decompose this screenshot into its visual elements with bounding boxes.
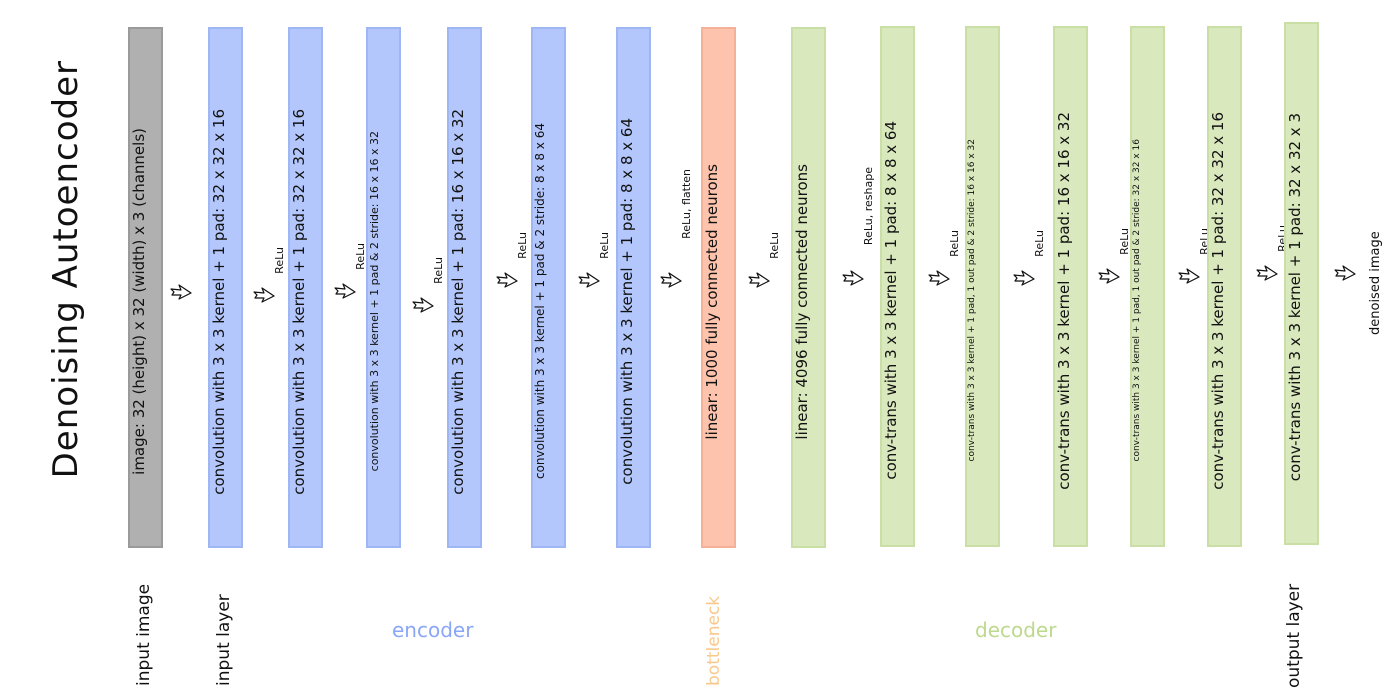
layer-text: linear: 4096 fully connected neurons	[793, 163, 811, 440]
label-output-layer: output layer	[1284, 583, 1304, 688]
layer-block-1: image: 32 (height) x 32 (width) x 3 (cha…	[128, 27, 163, 548]
layer-text: convolution with 3 x 3 kernel + 1 pad: 3…	[210, 108, 228, 495]
layer-text: conv-trans with 3 x 3 kernel + 1 pad: 32…	[1209, 111, 1227, 490]
arrow-right-icon	[253, 287, 275, 303]
arrow-right-icon	[1098, 268, 1120, 284]
layer-text: convolution with 3 x 3 kernel + 1 pad: 8…	[618, 118, 636, 485]
layer-text: convolution with 3 x 3 kernel + 1 pad & …	[533, 123, 547, 480]
layer-block-12: conv-trans with 3 x 3 kernel + 1 pad: 16…	[1053, 26, 1088, 547]
arrow-right-icon	[842, 270, 864, 286]
layer-block-3: convolution with 3 x 3 kernel + 1 pad: 3…	[288, 27, 323, 548]
label-decoder: decoder	[975, 618, 1057, 642]
activation-label: ReLu	[598, 232, 611, 259]
layer-text: convolution with 3 x 3 kernel + 1 pad: 3…	[290, 108, 308, 495]
layer-text: convolution with 3 x 3 kernel + 1 pad: 1…	[449, 108, 467, 495]
arrow-right-icon	[170, 284, 192, 300]
arrow-right-icon	[1013, 270, 1035, 286]
layer-block-4: convolution with 3 x 3 kernel + 1 pad & …	[366, 27, 401, 548]
activation-label: ReLu	[432, 257, 445, 284]
arrow-right-icon	[928, 270, 950, 286]
activation-label: ReLu	[768, 232, 781, 259]
arrow-right-icon	[334, 283, 356, 299]
layer-text: image: 32 (height) x 32 (width) x 3 (cha…	[130, 128, 148, 475]
layer-block-11: conv-trans with 3 x 3 kernel + 1 pad, 1 …	[965, 26, 1000, 547]
layer-block-15: conv-trans with 3 x 3 kernel + 1 pad: 32…	[1284, 22, 1319, 545]
layer-block-6: convolution with 3 x 3 kernel + 1 pad & …	[531, 27, 566, 548]
label-input-image: input image	[134, 583, 154, 686]
label-bottleneck: bottleneck	[704, 595, 724, 686]
layer-block-5: convolution with 3 x 3 kernel + 1 pad: 1…	[447, 27, 482, 548]
activation-label: ReLu	[516, 232, 529, 259]
arrow-right-icon	[1256, 265, 1278, 281]
activation-label: ReLu	[948, 230, 961, 257]
layer-text: linear: 1000 fully connected neurons	[703, 163, 721, 440]
layer-block-10: conv-trans with 3 x 3 kernel + 1 pad: 8 …	[880, 26, 915, 547]
arrow-right-icon	[412, 297, 434, 313]
layer-text: conv-trans with 3 x 3 kernel + 1 pad, 1 …	[967, 139, 977, 462]
label-denoised-image: denoised image	[1368, 231, 1383, 335]
arrow-right-icon	[1178, 268, 1200, 284]
arrow-right-icon	[578, 272, 600, 288]
layer-text: conv-trans with 3 x 3 kernel + 1 pad: 8 …	[882, 121, 900, 480]
arrow-right-icon	[660, 272, 682, 288]
layer-block-13: conv-trans with 3 x 3 kernel + 1 pad, 1 …	[1130, 26, 1165, 547]
layer-text: conv-trans with 3 x 3 kernel + 1 pad: 32…	[1286, 113, 1304, 482]
layer-block-7: convolution with 3 x 3 kernel + 1 pad: 8…	[616, 27, 651, 548]
layer-block-8: linear: 1000 fully connected neurons	[701, 27, 736, 548]
layer-block-14: conv-trans with 3 x 3 kernel + 1 pad: 32…	[1207, 26, 1242, 547]
activation-label: ReLu	[1033, 230, 1046, 257]
layer-text: conv-trans with 3 x 3 kernel + 1 pad: 16…	[1055, 111, 1073, 490]
activation-label: ReLu, flatten	[680, 169, 693, 239]
label-encoder: encoder	[392, 618, 474, 642]
layer-block-2: convolution with 3 x 3 kernel + 1 pad: 3…	[208, 27, 243, 548]
layer-text: conv-trans with 3 x 3 kernel + 1 pad, 1 …	[1132, 139, 1142, 462]
layer-text: convolution with 3 x 3 kernel + 1 pad & …	[368, 131, 381, 472]
diagram-title: Denoising Autoencoder	[46, 60, 86, 479]
arrow-right-icon	[496, 272, 518, 288]
activation-label: ReLu, reshape	[862, 167, 875, 246]
label-input-layer: input layer	[214, 594, 234, 686]
layer-block-9: linear: 4096 fully connected neurons	[791, 27, 826, 548]
arrow-right-icon	[748, 272, 770, 288]
arrow-right-icon	[1334, 265, 1356, 281]
activation-label: ReLu	[273, 247, 286, 274]
